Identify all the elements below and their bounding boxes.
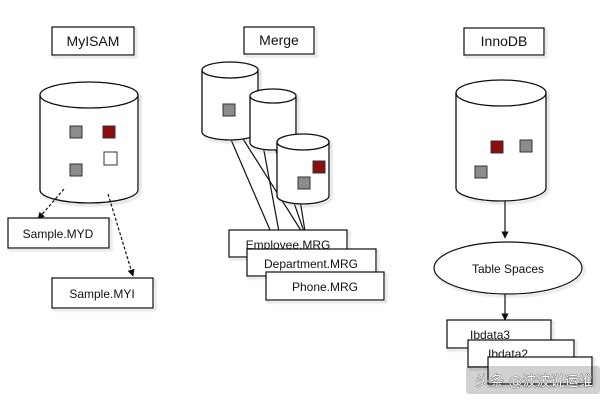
- merge-link-line: [225, 127, 271, 231]
- grey-square-icon: [474, 165, 488, 179]
- red-square-icon: [490, 140, 504, 154]
- red-square-icon: [312, 160, 326, 174]
- merge-section: Merge Employee.MRG Department.MR: [201, 26, 385, 301]
- white-square-icon: [103, 151, 118, 166]
- merge-title: Merge: [259, 32, 299, 48]
- watermark: 头条 @波波说运维: [466, 366, 600, 394]
- file-box-myd: Sample.MYD: [7, 217, 110, 249]
- myisam-title: MyISAM: [67, 33, 120, 49]
- innodb-section: InnoDB Table Spaces Ibdata3 Ibdata2: [433, 27, 593, 385]
- innodb-title: InnoDB: [481, 33, 528, 49]
- grey-square-icon: [519, 139, 533, 153]
- myi-file-label: Sample.MYI: [69, 287, 134, 301]
- file-box-ibdata1: [487, 356, 593, 385]
- ibdata3-file-label: Ibdata3: [470, 328, 510, 342]
- myisam-database-cylinder: [39, 81, 139, 204]
- grey-square-icon: [222, 103, 236, 117]
- watermark-text: 头条 @波波说运维: [476, 373, 592, 390]
- grey-square-icon: [69, 125, 83, 139]
- myd-file-label: Sample.MYD: [23, 227, 94, 241]
- merge-title-box: Merge: [243, 26, 315, 55]
- innodb-title-box: InnoDB: [463, 27, 545, 56]
- file-box-phone: Phone.MRG: [265, 271, 385, 301]
- red-square-icon: [102, 125, 116, 139]
- arrow-to-myi: [107, 193, 135, 277]
- department-file-label: Department.MRG: [264, 257, 358, 271]
- merge-cylinder-3: [276, 133, 330, 205]
- arrow-to-myd: [37, 188, 65, 220]
- tablespaces-label: Table Spaces: [472, 262, 544, 276]
- myisam-title-box: MyISAM: [51, 26, 135, 56]
- myisam-section: MyISAM Sample.MYD Sample.MYI: [7, 26, 154, 309]
- file-box-myi: Sample.MYI: [51, 277, 154, 309]
- phone-file-label: Phone.MRG: [292, 280, 358, 294]
- grey-square-icon: [69, 163, 83, 177]
- tablespaces-ellipse: Table Spaces: [433, 241, 583, 295]
- grey-square-icon: [297, 176, 311, 190]
